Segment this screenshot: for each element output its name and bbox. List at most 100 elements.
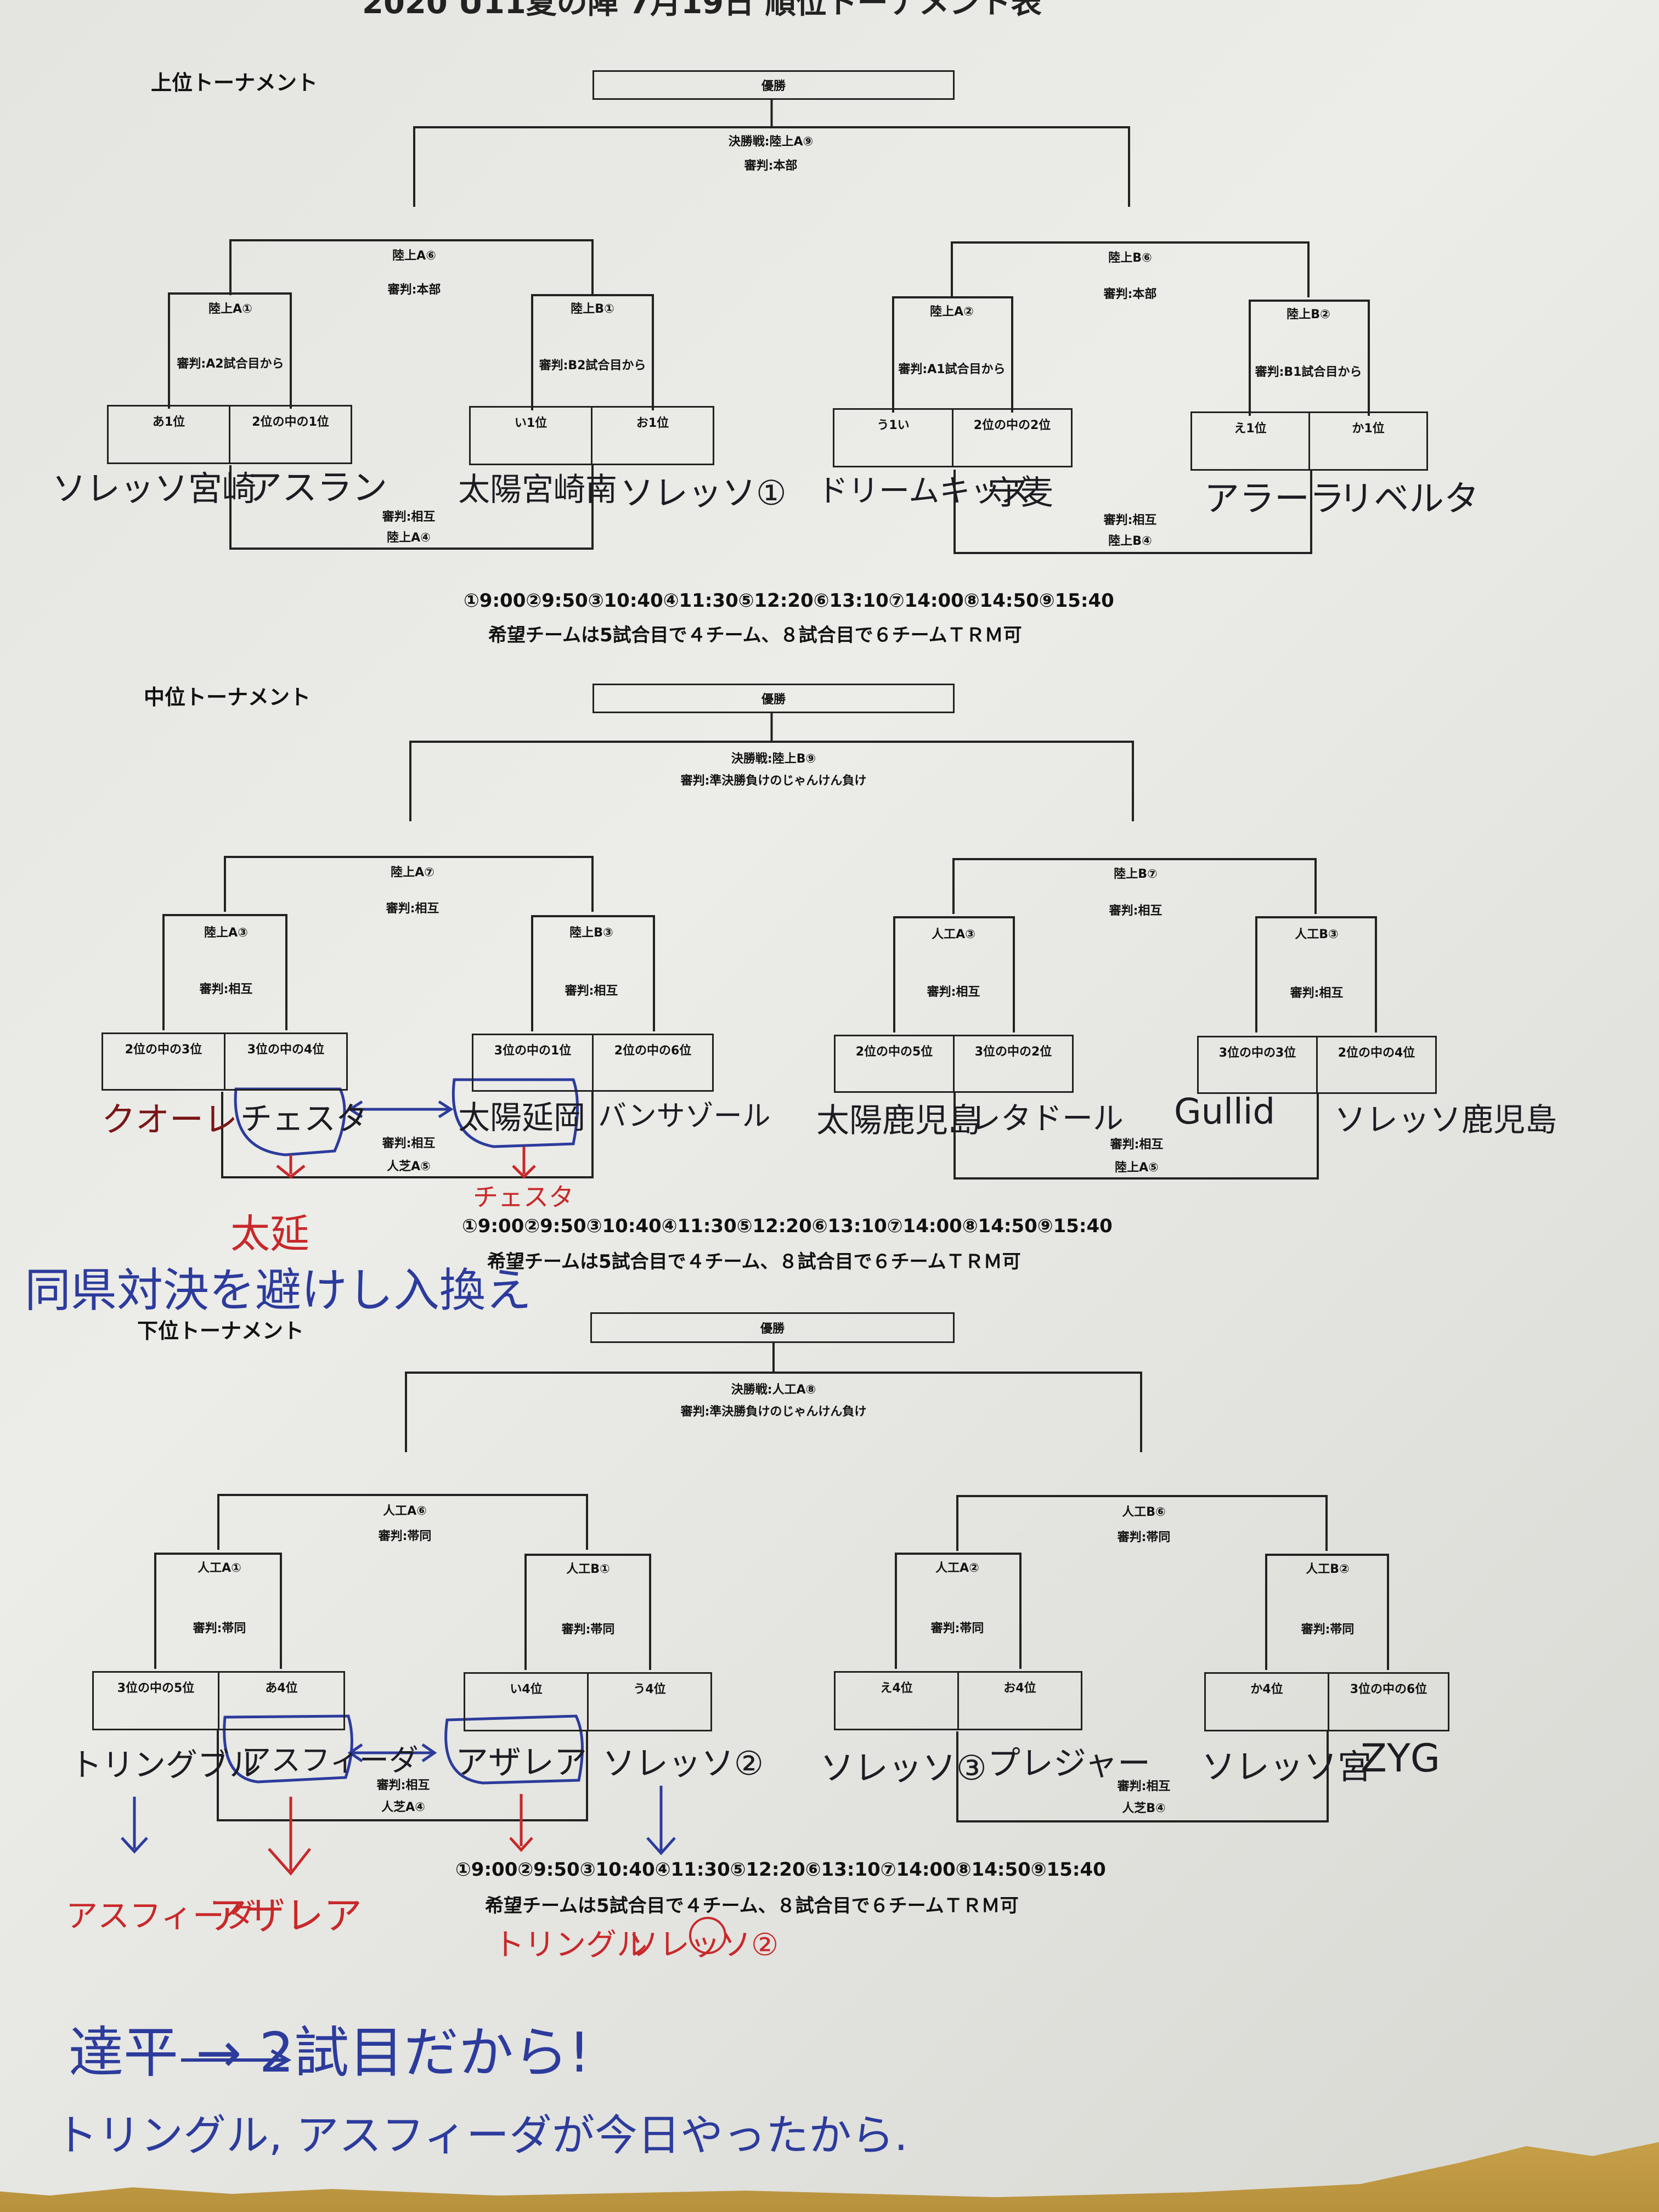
middle-qf4-ref: 審判:相互 [1290,986,1344,1000]
upper-qf2-ref: 審判:B2試合目から [539,359,646,373]
upper-qf1-match: 陸上A① [208,302,252,316]
lower-qf1-match: 人工A① [198,1561,241,1575]
upper-schedule: ①9:00②9:50③10:40④11:30⑤12:20⑥13:10⑦14:00… [464,590,1114,612]
upper-slot-5: う1い [833,408,953,467]
middle-qf1-ref: 審判:相互 [199,983,253,996]
upper-slot-7: え1位 [1190,411,1310,471]
middle-winner-box: 優勝 [592,684,955,713]
lower-semi-right: 人工B⑥ [1122,1505,1166,1519]
middle-semi-right-ref: 審判:相互 [1109,904,1163,918]
middle-qf2-ref: 審判:相互 [565,984,618,998]
lower-slot-8: 3位の中の6位 [1328,1672,1449,1731]
lower-team-6: プレジャー [988,1745,1150,1783]
lower-lower-left-match: 人芝A④ [381,1801,425,1814]
lower-slot-5: え4位 [834,1671,959,1730]
lower-consolation-left [217,1730,588,1821]
lower-team-2: アスフィーダ [241,1743,419,1778]
upper-team-5: ドリームキッズ [817,473,1032,509]
middle-team-5: 太陽鹿児島 [816,1102,981,1140]
upper-qf1-ref: 審判:A2試合目から [177,357,284,371]
lower-slot-2: あ4位 [218,1671,345,1730]
middle-qf2-match: 陸上B③ [569,926,613,940]
middle-slot-5: 2位の中の5位 [834,1035,955,1093]
middle-slot-4: 2位の中の6位 [592,1034,714,1092]
lower-qf4-ref: 審判:帯同 [1301,1623,1355,1637]
footer-note-1: 達平 → 2試目だから! [69,2021,591,2085]
lower-slot-7: か4位 [1204,1672,1329,1731]
upper-final-label: 決勝戦:陸上A⑨ [728,135,814,149]
upper-slot-1: あ1位 [107,405,230,464]
lower-qf1-bracket [154,1553,282,1669]
middle-team-7: Gullid [1174,1092,1276,1132]
upper-team-8: リベルタ [1339,479,1479,520]
lower-team-7: ソレッソ宮 [1201,1747,1372,1787]
lower-slot-3: い4位 [464,1672,589,1731]
lower-qf3-bracket [895,1553,1022,1669]
lower-swap-arrowheads [347,1743,437,1763]
middle-team-4: バンサゾール [598,1100,771,1133]
upper-qf4-match: 陸上B② [1286,308,1330,321]
middle-slot-6: 3位の中の2位 [953,1035,1074,1093]
middle-qf3-match: 人工A③ [932,928,975,941]
upper-slot-3: い1位 [469,406,592,465]
middle-tournament-heading: 中位トーナメント [144,685,311,709]
lower-consolation-right [956,1731,1329,1822]
lower-red-circle-2 [689,1917,727,1954]
middle-semi-left-ref: 審判:相互 [386,902,439,916]
middle-lower-right-match: 陸上A⑤ [1115,1161,1159,1175]
upper-tournament-heading: 上位トーナメント [151,71,318,95]
lower-lower-right-match: 人芝B④ [1122,1802,1166,1815]
lower-final-ref: 審判:準決勝負けのじゃんけん負け [680,1405,867,1419]
middle-semi-right: 陸上B⑦ [1114,867,1158,881]
upper-team-1: ソレッソ宮崎 [52,469,257,509]
middle-team-2: チェスタ [240,1100,368,1137]
upper-team-4: ソレッソ① [620,473,787,513]
lower-winner-box: 優勝 [590,1312,955,1343]
upper-semi-left-bracket [229,239,594,295]
upper-final-ref: 審判:本部 [744,159,798,173]
middle-slot-7: 3位の中の3位 [1197,1036,1318,1094]
lower-red-note-3: トリングル [494,1927,647,1963]
upper-qf2-bracket [531,294,654,410]
middle-qf3-bracket [893,916,1015,1032]
lower-team-1: トリングブル [70,1746,262,1784]
sheet-title: 2020 U11夏の陣 7月19日 順位トーナメント表 [362,0,1042,21]
middle-blue-note: 同県対決を避けし入換え [25,1263,532,1317]
middle-qf1-match: 陸上A③ [204,926,248,940]
middle-red-arrow-2 [512,1147,536,1179]
upper-qf1-bracket [168,292,292,409]
middle-team-6: レタドール [970,1101,1124,1137]
upper-consolation-left [229,465,594,550]
lower-slot-6: お4位 [957,1671,1082,1730]
middle-slot-1: 2位の中の3位 [101,1032,225,1091]
upper-consolation-right [953,470,1312,554]
upper-qf4-bracket [1249,300,1370,416]
upper-lower-left-ref: 審判:相互 [382,510,436,524]
lower-red-arrow-1 [268,1797,311,1876]
middle-qf1-bracket [162,914,287,1030]
footer-arrow [181,2049,292,2071]
middle-consolation-left [221,1092,594,1178]
lower-team-5: ソレッソ③ [820,1748,987,1788]
lower-circle-asfida [223,1714,353,1784]
upper-team-2: アスラン [247,468,387,509]
middle-semi-left: 陸上A⑦ [391,866,435,879]
upper-semi-right-ref: 審判:本部 [1103,287,1157,301]
middle-final-label: 決勝戦:陸上B⑨ [731,752,816,766]
lower-schedule: ①9:00②9:50③10:40④11:30⑤12:20⑥13:10⑦14:00… [455,1859,1106,1881]
lower-qf3-ref: 審判:帯同 [930,1622,984,1635]
upper-qf3-match: 陸上A② [930,305,974,319]
middle-qf2-bracket [531,915,655,1031]
lower-semi-left-ref: 審判:帯同 [378,1530,432,1543]
upper-team-3: 太陽宮崎南 [458,471,618,508]
lower-qf3-match: 人工A② [935,1561,979,1575]
middle-circle-taiyou-nobeoka [452,1078,579,1148]
middle-lower-left-ref: 審判:相互 [382,1137,436,1150]
lower-lower-right-ref: 審判:相互 [1117,1780,1171,1793]
middle-swap-arrowheads [347,1100,454,1119]
lower-qf1-ref: 審判:帯同 [193,1622,246,1635]
middle-team-8: ソレッソ鹿児島 [1334,1101,1558,1138]
middle-qf3-ref: 審判:相互 [927,985,980,999]
